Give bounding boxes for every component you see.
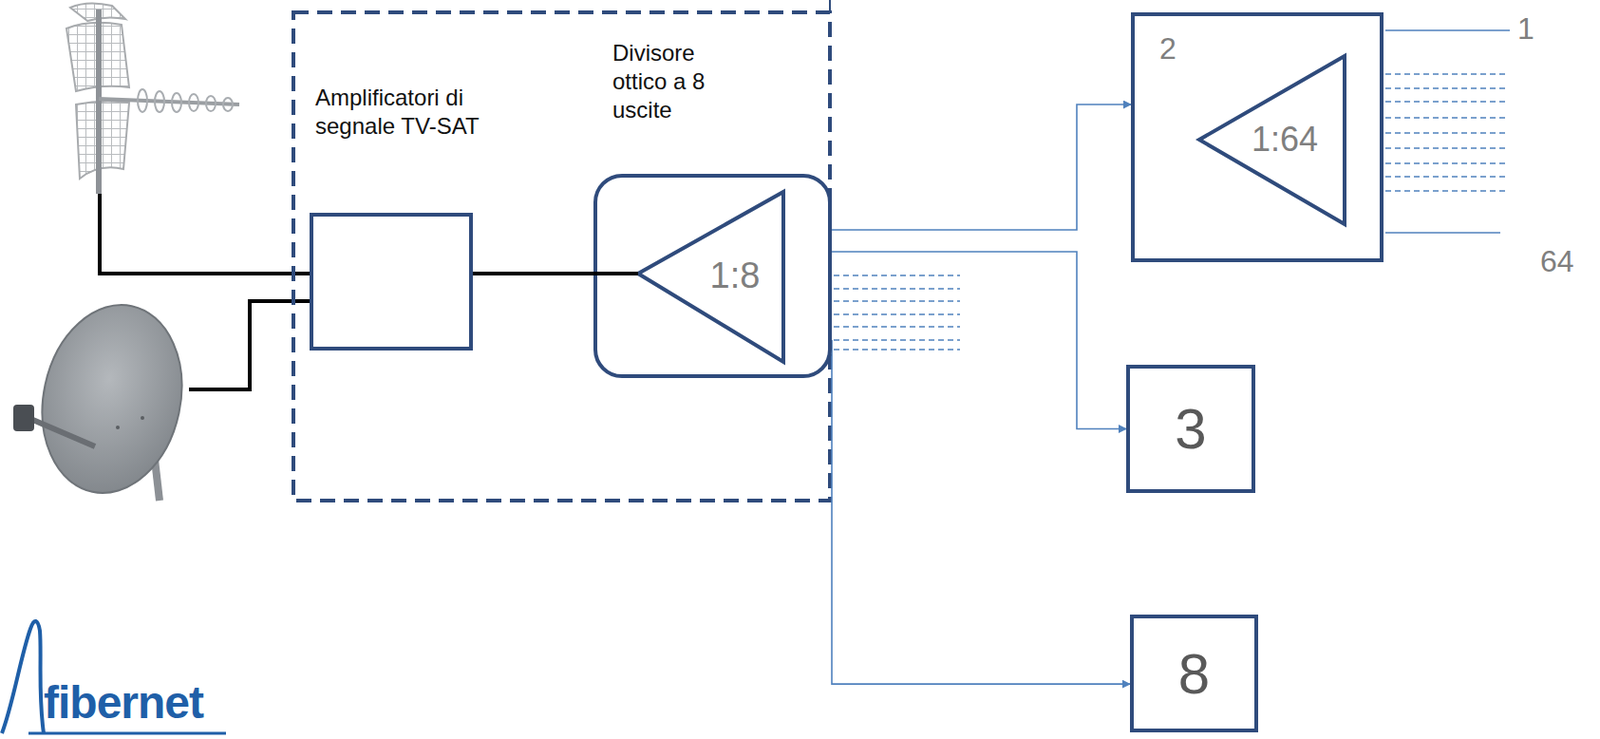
amplifier-box: Amplificatori di segnale TV-SAT <box>309 212 473 351</box>
internal-wire <box>593 271 639 276</box>
fiber-link <box>831 339 1130 684</box>
unit-number: 3 <box>1129 368 1252 490</box>
fiber-link <box>831 251 1127 430</box>
splitter-outputs <box>833 275 960 350</box>
splitter-unit-box: 8 <box>1129 614 1259 733</box>
headend-enclosure <box>293 12 830 501</box>
satellite-dish <box>13 291 199 507</box>
splitter-box: Divisore ottico a 8 uscite1:8 <box>593 173 832 378</box>
signal-cable <box>472 271 594 276</box>
tv-antenna <box>66 2 240 194</box>
split-ratio: 1:8 <box>687 257 783 294</box>
splitter-64-outputs <box>1385 30 1510 233</box>
node-heading: Amplificatori di segnale TV-SAT <box>315 83 496 141</box>
split-ratio: 1:64 <box>1232 122 1337 157</box>
unit-number: 2 <box>1159 33 1217 64</box>
output-number: 1 <box>1517 13 1535 44</box>
antenna-cable <box>99 193 310 274</box>
logo-text: fibernet <box>43 679 204 726</box>
fiber-link <box>831 104 1131 230</box>
logo-underline <box>28 732 226 735</box>
logo-mark <box>1 621 44 734</box>
dish-cable <box>188 301 310 390</box>
unit-number: 8 <box>1133 618 1255 729</box>
splitter-unit-box: 2 1:64 <box>1130 12 1384 263</box>
enclosure-edge <box>828 0 831 13</box>
output-number: 64 <box>1540 245 1575 277</box>
triangle-symbol <box>1199 56 1345 225</box>
triangle-symbol <box>638 191 784 362</box>
splitter-unit-box: 3 <box>1126 364 1256 493</box>
node-heading: Divisore ottico a 8 uscite <box>612 38 755 125</box>
